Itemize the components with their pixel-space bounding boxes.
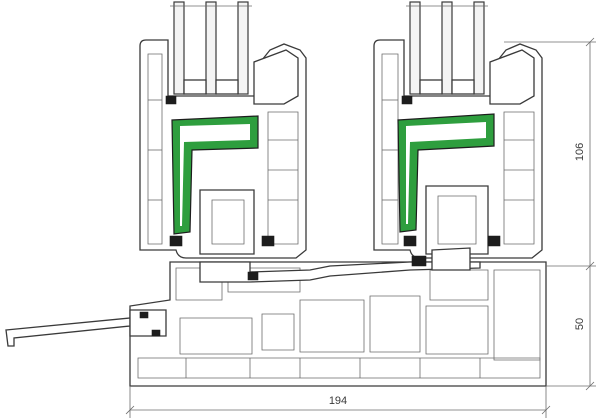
dimension-label-50: 50 bbox=[574, 318, 586, 330]
left-hardware-core bbox=[211, 199, 245, 245]
base-chamber bbox=[137, 357, 541, 379]
dimension-label-194: 194 bbox=[329, 395, 347, 407]
right-lock-keeper bbox=[403, 235, 417, 247]
left-sash-chamber bbox=[147, 53, 163, 245]
base-frame bbox=[129, 247, 547, 387]
left-glass-pane bbox=[237, 1, 249, 95]
left-spacer bbox=[215, 79, 239, 95]
right-glass-pane bbox=[473, 1, 485, 95]
dimension-tick bbox=[541, 405, 551, 415]
left-glazing-bead bbox=[253, 49, 299, 105]
base-chamber bbox=[261, 313, 295, 351]
base-chamber bbox=[425, 305, 489, 355]
left-reinforcement bbox=[171, 115, 259, 235]
dimension-label-106: 106 bbox=[574, 143, 586, 161]
left-glass-pane bbox=[173, 1, 185, 95]
right-hardware-core bbox=[437, 195, 477, 245]
track-gasket bbox=[411, 255, 427, 267]
base-frame-outline bbox=[129, 261, 547, 387]
base-chamber bbox=[299, 299, 365, 353]
left-sash bbox=[139, 1, 307, 259]
right-reinforcement bbox=[397, 113, 495, 233]
dimension-lines: 106 50 194 bbox=[125, 37, 596, 418]
ramp-clip bbox=[139, 311, 149, 319]
ramp-clip bbox=[151, 329, 161, 337]
dimension-tick bbox=[585, 261, 595, 271]
dimension-tick bbox=[585, 37, 595, 47]
dimension-tick bbox=[585, 381, 595, 391]
left-lock-keeper bbox=[261, 235, 275, 247]
dimension-tick bbox=[125, 405, 135, 415]
right-hardware-channel bbox=[425, 185, 489, 255]
left-lock-keeper bbox=[169, 235, 183, 247]
left-glazing bbox=[170, 1, 252, 95]
right-sash-chamber bbox=[381, 53, 399, 245]
right-glazing-bead bbox=[489, 49, 535, 105]
base-chamber bbox=[227, 267, 301, 293]
left-spacer bbox=[183, 79, 207, 95]
roller-housing bbox=[431, 247, 471, 271]
right-glazing bbox=[406, 1, 488, 95]
right-sash bbox=[373, 1, 543, 259]
right-spacer bbox=[419, 79, 443, 95]
ramp-cap bbox=[129, 309, 167, 337]
left-gasket bbox=[165, 95, 177, 105]
right-gasket bbox=[401, 95, 413, 105]
left-glass-pane bbox=[205, 1, 217, 95]
sliding-track bbox=[199, 261, 481, 283]
threshold-ramp bbox=[5, 309, 167, 347]
right-reinforcement-inner bbox=[406, 122, 486, 224]
right-lock-keeper bbox=[487, 235, 501, 247]
base-chamber bbox=[369, 295, 421, 353]
right-glass-pane bbox=[441, 1, 453, 95]
right-glass-pane bbox=[409, 1, 421, 95]
right-spacer bbox=[451, 79, 475, 95]
base-chamber bbox=[179, 317, 253, 355]
track-gasket bbox=[247, 271, 259, 281]
left-reinforcement-inner bbox=[180, 124, 250, 226]
ramp-outline bbox=[5, 317, 131, 347]
left-hardware-channel bbox=[199, 189, 255, 255]
